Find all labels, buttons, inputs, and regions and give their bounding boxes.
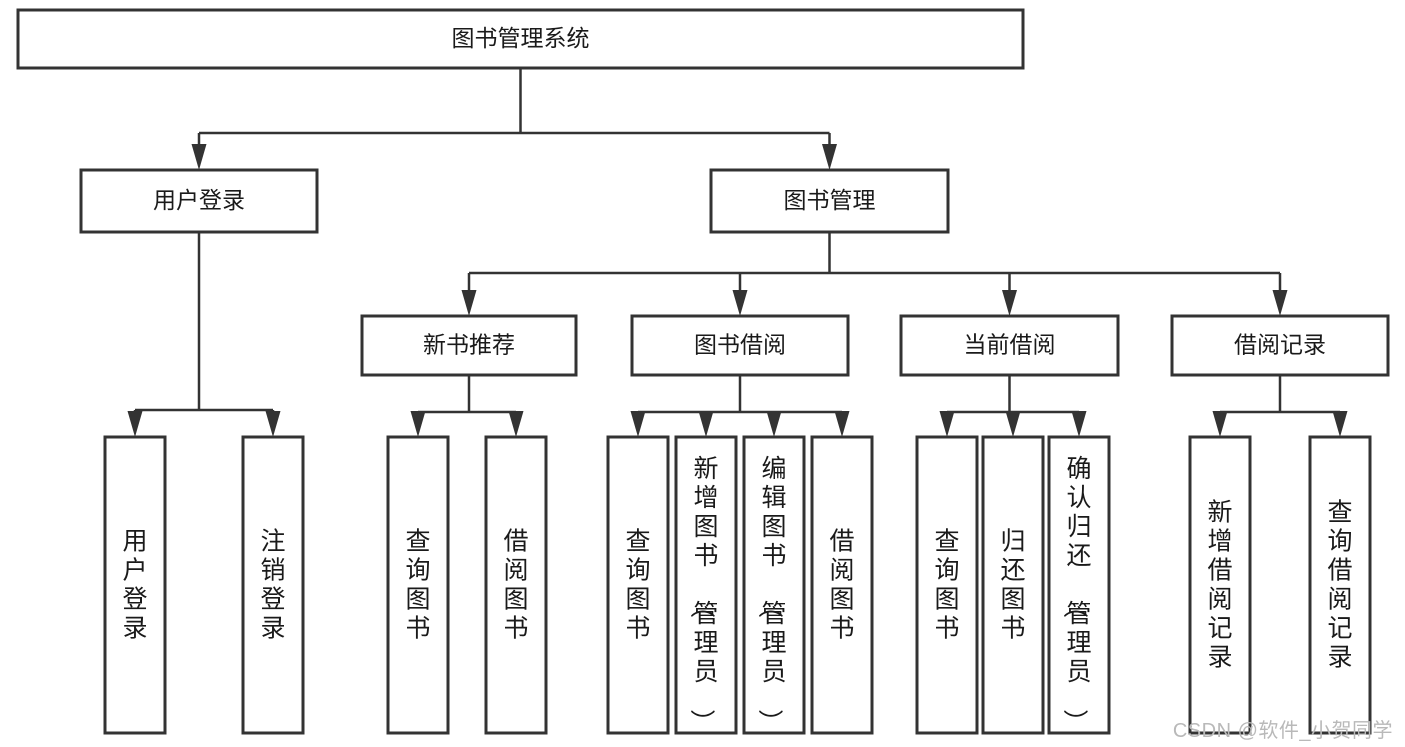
edge-group-from-book-manage	[461, 232, 1288, 316]
node-borrow-record-label: 借阅记录	[1234, 332, 1326, 358]
node-leaf-add-book-box[interactable]	[674, 435, 738, 735]
arrow-head-icon	[1272, 290, 1288, 316]
node-leaf-return-book[interactable]: 归还图书	[981, 435, 1045, 735]
node-leaf-edit-book-box[interactable]	[742, 435, 806, 735]
arrow-head-icon	[939, 411, 955, 437]
node-new-book-rec-box[interactable]	[360, 314, 578, 377]
edge-layer	[127, 68, 1348, 437]
node-current-borrow-label: 当前借阅	[964, 332, 1056, 358]
arrow-head-icon	[834, 411, 850, 437]
node-root[interactable]: 图书管理系统	[16, 8, 1025, 70]
node-leaf-query-book-1-label: 查询图书	[405, 528, 430, 643]
node-leaf-borrow-book-1-label: 借阅图书	[503, 528, 528, 643]
node-book-borrow-box[interactable]	[630, 314, 850, 377]
arrow-head-icon	[410, 411, 426, 437]
edge-group-from-user-login	[127, 232, 281, 437]
node-leaf-add-record-box[interactable]	[1188, 435, 1252, 735]
edge-group-from-borrow-record	[1212, 375, 1348, 437]
arrow-head-icon	[1002, 290, 1017, 316]
node-leaf-edit-book[interactable]: 编辑图书（管理员）	[742, 435, 806, 735]
node-book-borrow-label: 图书借阅	[694, 332, 786, 358]
node-leaf-user-login-box[interactable]	[103, 435, 167, 735]
node-leaf-borrow-book-2-box[interactable]	[810, 435, 874, 735]
node-user-login[interactable]: 用户登录	[79, 168, 319, 234]
node-current-borrow[interactable]: 当前借阅	[899, 314, 1120, 377]
node-leaf-query-record[interactable]: 查询借阅记录	[1308, 435, 1372, 735]
edge-group-from-root	[191, 68, 837, 170]
node-leaf-confirm-return-box[interactable]	[1047, 435, 1111, 735]
node-layer: 图书管理系统用户登录图书管理新书推荐图书借阅当前借阅借阅记录用户登录注销登录查询…	[16, 8, 1390, 735]
node-leaf-logout[interactable]: 注销登录	[241, 435, 305, 735]
arrow-head-icon	[732, 290, 748, 316]
node-leaf-return-book-box[interactable]	[981, 435, 1045, 735]
node-book-manage-label: 图书管理	[784, 187, 876, 213]
arrow-head-icon	[127, 411, 143, 437]
node-leaf-query-book-3[interactable]: 查询图书	[915, 435, 979, 735]
edge-group-from-new-book-rec	[410, 375, 524, 437]
arrow-head-icon	[1212, 411, 1228, 437]
node-leaf-query-book-3-box[interactable]	[915, 435, 979, 735]
edge-group-from-book-borrow	[630, 375, 850, 437]
node-leaf-query-book-1-box[interactable]	[386, 435, 450, 735]
arrow-head-icon	[508, 411, 524, 437]
node-leaf-query-book-1[interactable]: 查询图书	[386, 435, 450, 735]
node-leaf-borrow-book-2-label: 借阅图书	[829, 528, 854, 643]
arrow-head-icon	[1005, 411, 1021, 437]
node-leaf-edit-book-label: 编辑图书（管理员）	[755, 455, 786, 734]
arrow-head-icon	[630, 411, 646, 437]
node-leaf-add-record[interactable]: 新增借阅记录	[1188, 435, 1252, 735]
node-leaf-query-book-2-box[interactable]	[606, 435, 670, 735]
node-leaf-borrow-book-2[interactable]: 借阅图书	[810, 435, 874, 735]
arrow-head-icon	[766, 411, 782, 437]
node-leaf-return-book-label: 归还图书	[1000, 528, 1025, 643]
arrow-head-icon	[265, 411, 281, 437]
node-leaf-add-book[interactable]: 新增图书（管理员）	[674, 435, 738, 735]
arrow-head-icon	[822, 144, 837, 170]
node-user-login-label: 用户登录	[153, 187, 245, 213]
node-root-box[interactable]	[16, 8, 1025, 70]
node-borrow-record[interactable]: 借阅记录	[1170, 314, 1390, 377]
node-leaf-confirm-return-label: 确认归还（管理员）	[1060, 455, 1091, 734]
edge-group-from-current-borrow	[939, 375, 1087, 437]
node-leaf-borrow-book-1-box[interactable]	[484, 435, 548, 735]
node-new-book-rec[interactable]: 新书推荐	[360, 314, 578, 377]
node-borrow-record-box[interactable]	[1170, 314, 1390, 377]
node-new-book-rec-label: 新书推荐	[423, 332, 515, 358]
node-root-label: 图书管理系统	[452, 25, 590, 51]
node-leaf-query-book-3-label: 查询图书	[934, 528, 959, 643]
node-leaf-query-record-label: 查询借阅记录	[1327, 499, 1352, 672]
node-book-borrow[interactable]: 图书借阅	[630, 314, 850, 377]
node-user-login-box[interactable]	[79, 168, 319, 234]
node-leaf-query-book-2-label: 查询图书	[625, 528, 650, 643]
node-current-borrow-box[interactable]	[899, 314, 1120, 377]
node-book-manage[interactable]: 图书管理	[709, 168, 950, 234]
node-leaf-add-book-label: 新增图书（管理员）	[687, 455, 718, 734]
node-book-manage-box[interactable]	[709, 168, 950, 234]
arrow-head-icon	[1332, 411, 1348, 437]
csdn-watermark: CSDN @软件_小贺同学	[1172, 720, 1393, 742]
arrow-head-icon	[191, 144, 207, 170]
arrow-head-icon	[461, 290, 477, 316]
arrow-head-icon	[698, 411, 714, 437]
node-leaf-user-login[interactable]: 用户登录	[103, 435, 167, 735]
node-leaf-confirm-return[interactable]: 确认归还（管理员）	[1047, 435, 1111, 735]
node-leaf-query-record-box[interactable]	[1308, 435, 1372, 735]
node-leaf-logout-box[interactable]	[241, 435, 305, 735]
node-leaf-user-login-label: 用户登录	[122, 528, 147, 643]
node-leaf-query-book-2[interactable]: 查询图书	[606, 435, 670, 735]
node-leaf-logout-label: 注销登录	[260, 528, 285, 643]
node-leaf-borrow-book-1[interactable]: 借阅图书	[484, 435, 548, 735]
node-leaf-add-record-label: 新增借阅记录	[1207, 499, 1232, 672]
arrow-head-icon	[1071, 411, 1087, 437]
